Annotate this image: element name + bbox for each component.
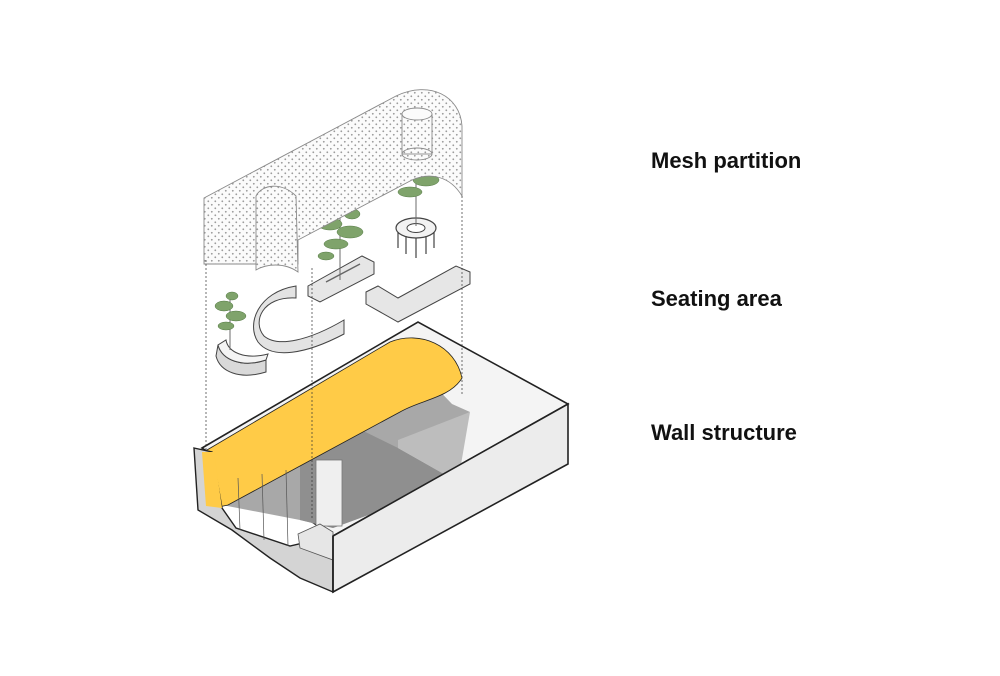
l-bench xyxy=(365,265,471,323)
planter-bench xyxy=(307,255,375,303)
interior-side-wall xyxy=(398,412,470,482)
label-seating-area: Seating area xyxy=(651,286,782,311)
yellow-cut-face xyxy=(202,452,222,508)
label-mesh-partition: Mesh partition xyxy=(651,148,802,173)
glazing-lines xyxy=(237,469,289,547)
mesh-curve-segment xyxy=(255,185,299,273)
curved-bench-left-top xyxy=(217,339,269,364)
wall-structure-layer xyxy=(193,321,570,594)
interior-door xyxy=(315,459,343,527)
u-bench xyxy=(253,285,345,354)
mesh-cylinder xyxy=(401,107,433,161)
round-tree-bench xyxy=(395,217,437,258)
tree-small xyxy=(214,291,247,350)
label-wall-structure: Wall structure xyxy=(651,420,797,445)
mesh-partition-layer xyxy=(203,89,463,273)
planter-slot xyxy=(325,263,361,283)
yellow-curved-wall xyxy=(206,337,463,509)
projection-lines xyxy=(205,196,463,520)
